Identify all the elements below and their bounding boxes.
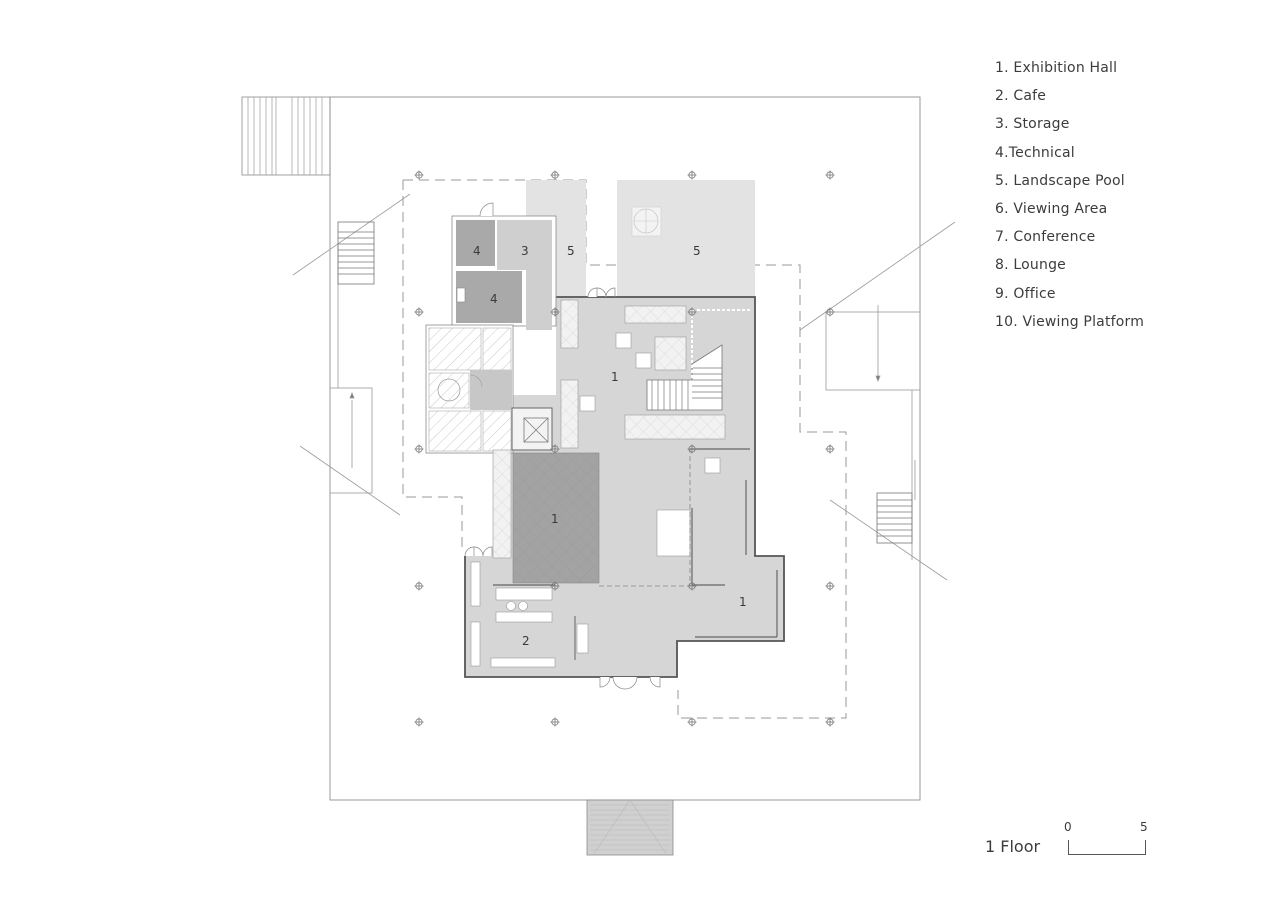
room-label-exhibition-main: 1 (611, 370, 619, 384)
ramp-left (292, 193, 411, 516)
room-label-pool-left: 5 (567, 244, 575, 258)
legend-item-office: 9. Office (995, 285, 1056, 302)
floor-label: 1 Floor (985, 837, 1041, 856)
room-label-storage: 3 (521, 244, 529, 258)
storage-technical-block (451, 202, 557, 330)
stair-top-left (241, 96, 331, 176)
room-labels: 4 3 5 5 4 1 1 1 2 (473, 244, 747, 648)
corridor-strip (492, 449, 512, 559)
legend-item-landscape-pool: 5. Landscape Pool (995, 172, 1125, 189)
room-label-technical-upper: 4 (473, 244, 481, 258)
doors (464, 287, 661, 690)
room-legend: 1. Exhibition Hall 2. Cafe 3. Storage 4.… (995, 54, 1144, 336)
room-label-exhibition-dark: 1 (551, 512, 559, 526)
landscape-pool-right (617, 180, 755, 297)
cafe-furniture (470, 561, 589, 668)
ramp-right (799, 210, 956, 581)
legend-item-viewing-area: 6. Viewing Area (995, 200, 1108, 217)
room-label-pool-right: 5 (693, 244, 701, 258)
stair-bottom (586, 799, 674, 856)
room-label-technical-lower: 4 (490, 292, 498, 306)
display-planters (560, 299, 726, 557)
legend-item-conference: 7. Conference (995, 229, 1096, 246)
legend-item-cafe: 2. Cafe (995, 88, 1047, 105)
internal-stair (646, 309, 752, 411)
scale-end-label: 5 (1140, 820, 1148, 834)
legend-item-exhibition-hall: 1. Exhibition Hall (995, 60, 1118, 76)
legend-item-lounge: 8. Lounge (995, 257, 1066, 274)
scale-bar (1068, 840, 1146, 855)
room-label-exhibition-right: 1 (739, 595, 747, 609)
lift (511, 407, 553, 451)
restrooms (425, 324, 514, 454)
legend-item-viewing-platform: 10. Viewing Platform (995, 313, 1145, 330)
room-label-cafe: 2 (522, 634, 530, 648)
legend-item-storage: 3. Storage (995, 116, 1070, 133)
scale-start-label: 0 (1064, 820, 1072, 834)
legend-item-technical: 4.Technical (995, 144, 1075, 161)
exhibition-hall-dark (512, 452, 600, 584)
